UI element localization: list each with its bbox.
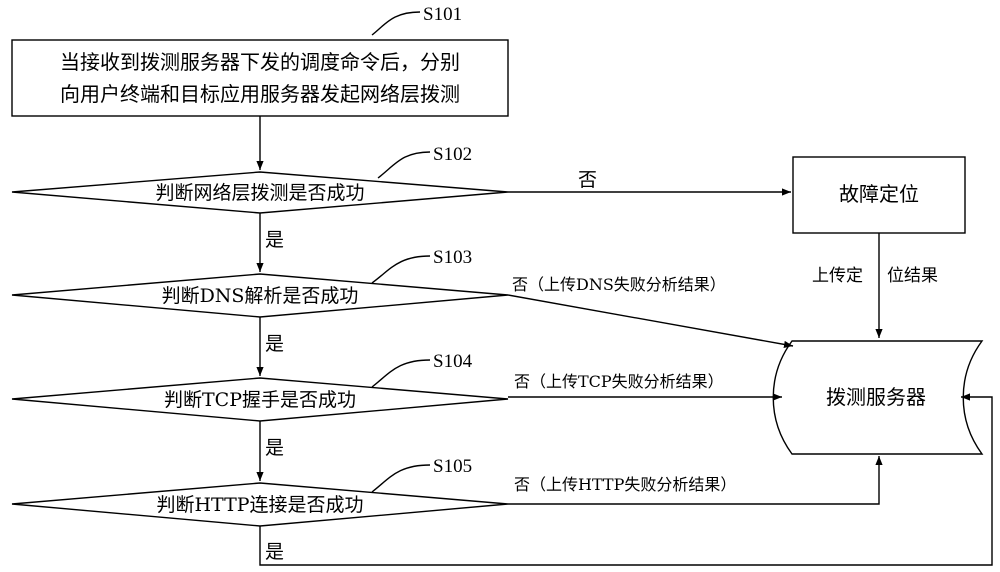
s104-leader (371, 359, 431, 388)
step-s101: S101 (423, 4, 462, 25)
http-fail-label: 否（上传HTTP失败分析结果） (514, 475, 736, 494)
fault-location-text: 故障定位 (839, 182, 919, 206)
start-box-line1: 当接收到拨测服务器下发的调度命令后，分别 (60, 50, 460, 74)
step-s104: S104 (433, 351, 473, 372)
upload-label-right: 位结果 (887, 266, 938, 286)
yes-label-tcp: 是 (265, 437, 284, 459)
no-label-network: 否 (578, 169, 597, 191)
upload-label-left: 上传定 (812, 266, 863, 286)
decision-network-text: 判断网络层拨测是否成功 (155, 182, 364, 204)
arrow-dns-no (507, 294, 794, 348)
decision-tcp-diamond (11, 377, 509, 422)
yes-label-http: 是 (265, 541, 284, 563)
start-box-line2: 向用户终端和目标应用服务器发起网络层拨测 (60, 82, 460, 106)
tcp-fail-label: 否（上传TCP失败分析结果） (514, 372, 724, 391)
arrow-http-no (508, 456, 883, 505)
decision-dns-text: 判断DNS解析是否成功 (162, 285, 359, 307)
yes-label-network: 是 (265, 229, 284, 251)
dns-fail-label: 否（上传DNS失败分析结果） (512, 275, 726, 294)
step-s105: S105 (433, 456, 472, 477)
s103-leader (371, 255, 431, 284)
probe-server-text: 拨测服务器 (826, 385, 926, 409)
probe-server-shape (772, 340, 984, 455)
yes-label-dns: 是 (265, 333, 284, 355)
decision-tcp-text: 判断TCP握手是否成功 (164, 389, 356, 411)
arrow-http-yes-return (259, 393, 993, 566)
s102-leader (377, 151, 431, 179)
step-s103: S103 (433, 247, 472, 268)
step-s102: S102 (433, 144, 472, 165)
start-process-box (11, 39, 509, 117)
s105-leader (371, 464, 431, 493)
decision-http-text: 判断HTTP连接是否成功 (156, 494, 363, 516)
fault-location-box (792, 156, 966, 234)
s101-leader (371, 11, 421, 36)
